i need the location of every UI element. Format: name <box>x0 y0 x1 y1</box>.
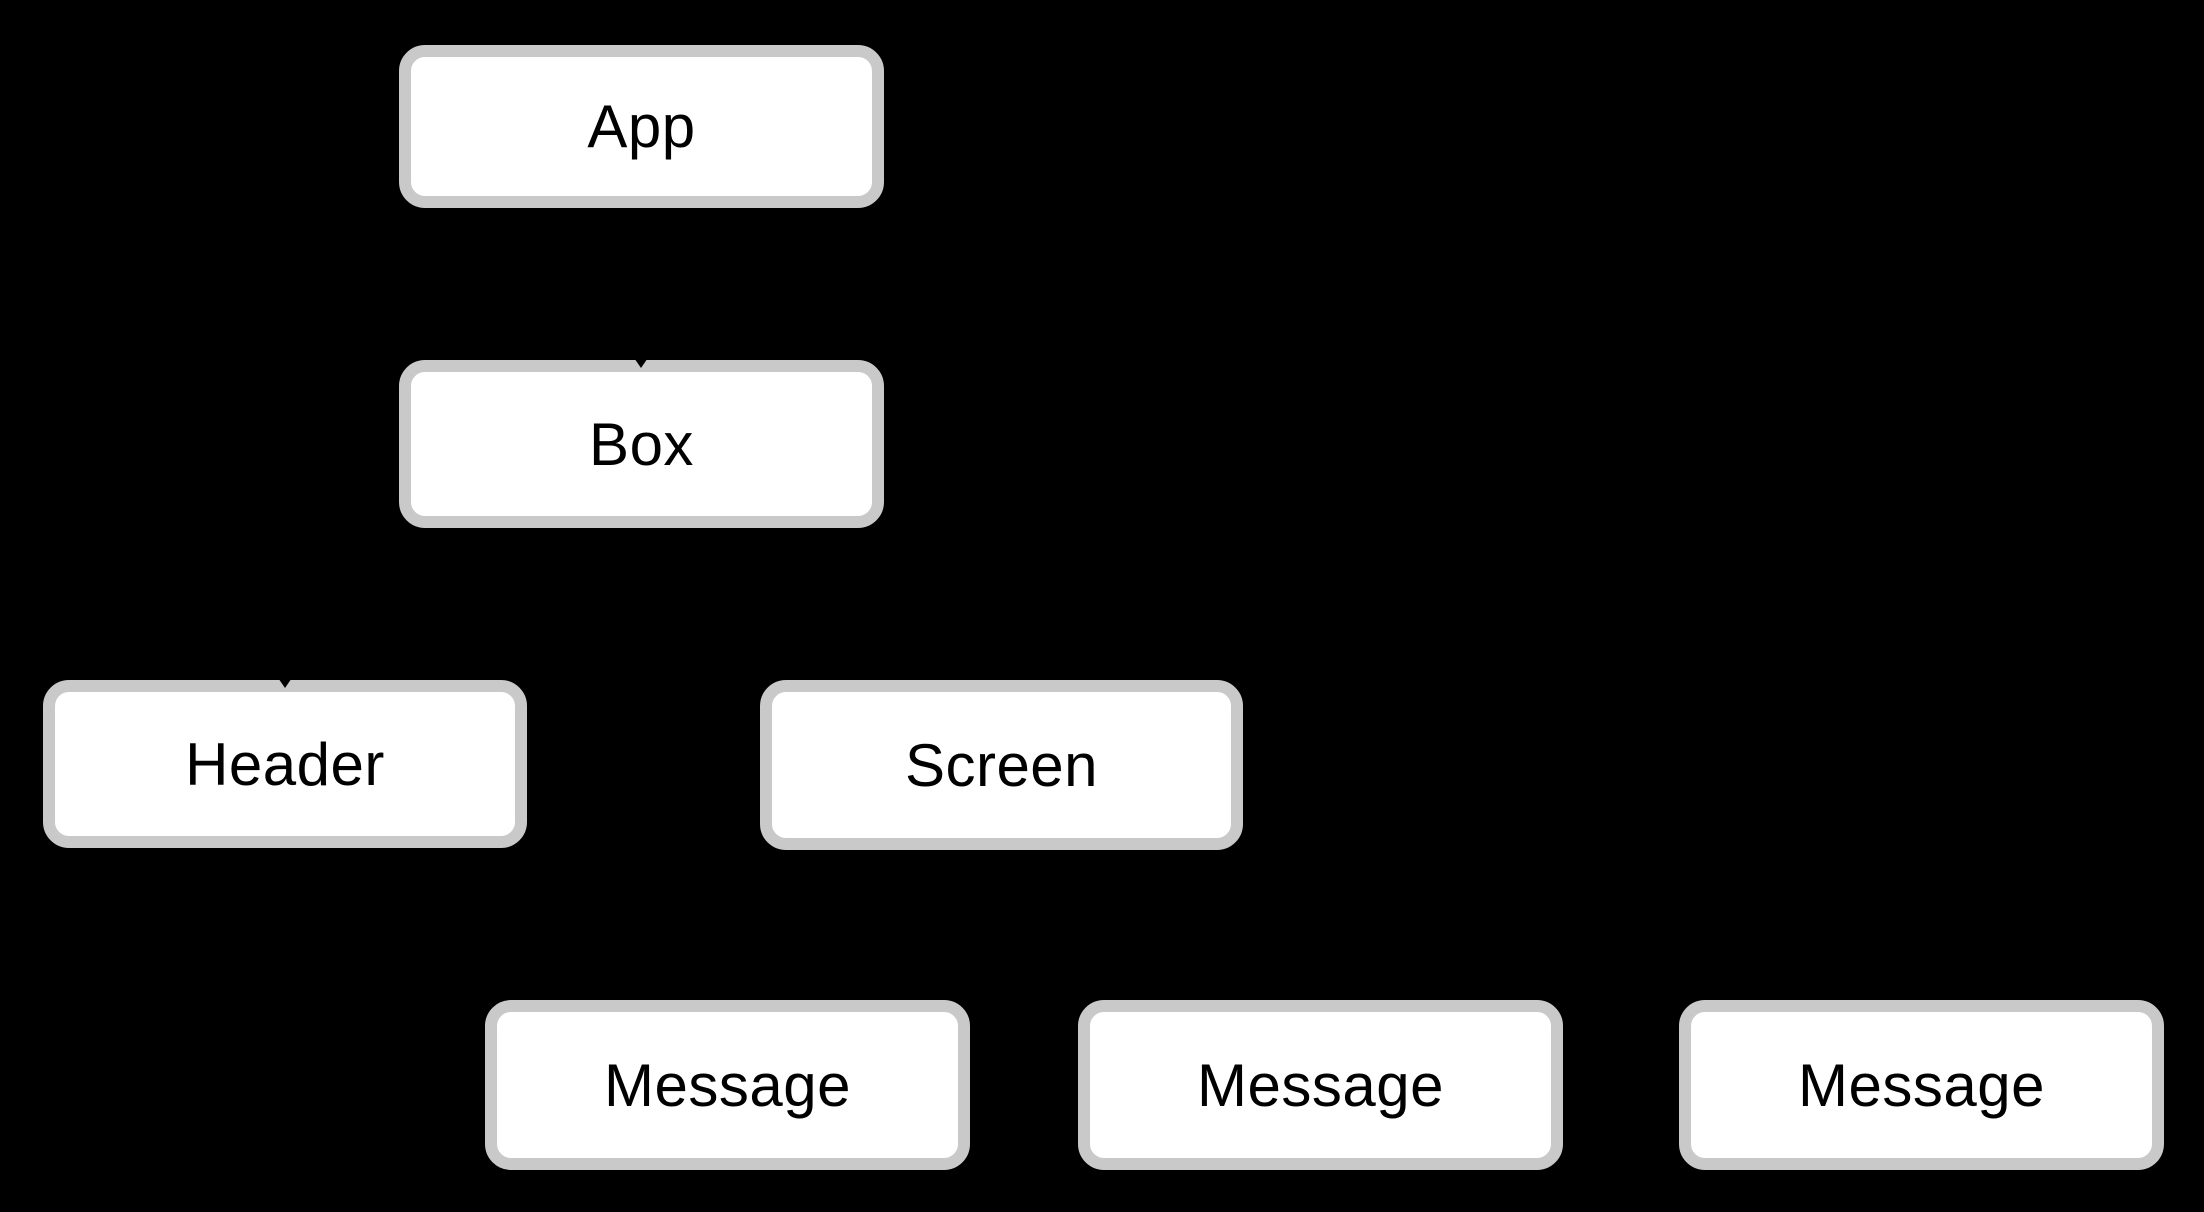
node-message-1: Message <box>485 1000 970 1170</box>
node-header: Header <box>43 680 527 848</box>
node-app: App <box>399 45 884 208</box>
arrowhead-down-icon <box>274 672 296 688</box>
node-box: Box <box>399 360 884 528</box>
node-message-1-label: Message <box>604 1051 851 1119</box>
node-box-label: Box <box>589 410 694 478</box>
node-screen: Screen <box>760 680 1243 850</box>
node-message-3: Message <box>1679 1000 2164 1170</box>
node-message-2: Message <box>1078 1000 1563 1170</box>
node-header-label: Header <box>185 730 385 798</box>
node-screen-label: Screen <box>904 731 1099 799</box>
arrowhead-down-icon <box>630 352 652 368</box>
node-message-2-label: Message <box>1197 1051 1444 1119</box>
node-app-label: App <box>587 93 696 160</box>
node-message-3-label: Message <box>1798 1051 2045 1119</box>
